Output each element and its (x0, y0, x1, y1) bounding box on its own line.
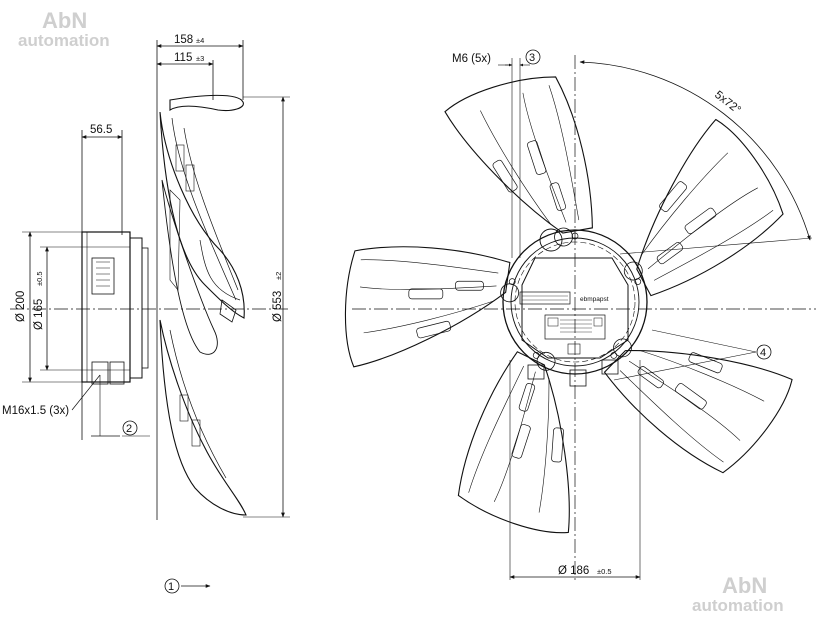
front-view-labels: M6 (5x) 3 4 5x72° Ø 186 ±0.5 ebmpapst (452, 52, 766, 577)
watermark-brand: AbN (722, 573, 767, 598)
callout-1: 1 (168, 581, 174, 593)
mounting-hole (571, 232, 579, 240)
callout-4: 4 (760, 347, 766, 359)
dim-bolt-circle: Ø 186 (558, 565, 589, 577)
mounting-hole (508, 278, 516, 285)
watermark-tagline: automation (18, 31, 110, 50)
mounting-hole (634, 278, 642, 285)
dim-bolt-circle-tol: ±0.5 (597, 567, 612, 576)
mounting-hole (532, 352, 540, 359)
watermark-bottom-right: AbN automation (692, 573, 784, 615)
watermark-brand: AbN (42, 8, 87, 33)
mounting-hole (610, 352, 618, 359)
dim-motor-offset: 56.5 (90, 124, 112, 136)
thread-note-m6: M6 (5x) (452, 53, 491, 65)
callout-2: 2 (126, 423, 132, 435)
impeller-blade (444, 76, 593, 247)
dim-fan-diameter-tol: ±2 (274, 272, 283, 280)
dim-mount-diameter: Ø 165 (33, 299, 45, 330)
dim-blade-depth-tol: ±3 (196, 54, 204, 63)
watermark-tagline: automation (692, 596, 784, 615)
angle-note: 5x72° (712, 89, 743, 117)
thread-note-m16: M16x1.5 (3x) (2, 405, 69, 417)
dim-mount-diameter-tol: ±0.5 (35, 271, 44, 286)
impeller-blade (603, 338, 793, 474)
impeller-blade (623, 118, 784, 297)
dim-overall-depth-tol: ±4 (196, 36, 204, 45)
dim-motor-diameter: Ø 200 (15, 291, 27, 322)
side-view (10, 40, 290, 594)
watermark-top-left: AbN automation (18, 8, 110, 50)
dim-blade-depth: 115 (174, 52, 192, 64)
hub-brand-label: ebmpapst (580, 296, 609, 303)
dim-fan-diameter: Ø 553 (272, 291, 284, 322)
impeller-blade (457, 351, 570, 534)
callout-3: 3 (529, 52, 535, 64)
side-view-labels: 158 ±4 115 ±3 56.5 Ø 200 Ø 165 ±0.5 Ø 55… (2, 34, 284, 593)
front-view (344, 49, 816, 580)
impeller-blade (344, 246, 520, 368)
dim-overall-depth: 158 (174, 34, 193, 46)
